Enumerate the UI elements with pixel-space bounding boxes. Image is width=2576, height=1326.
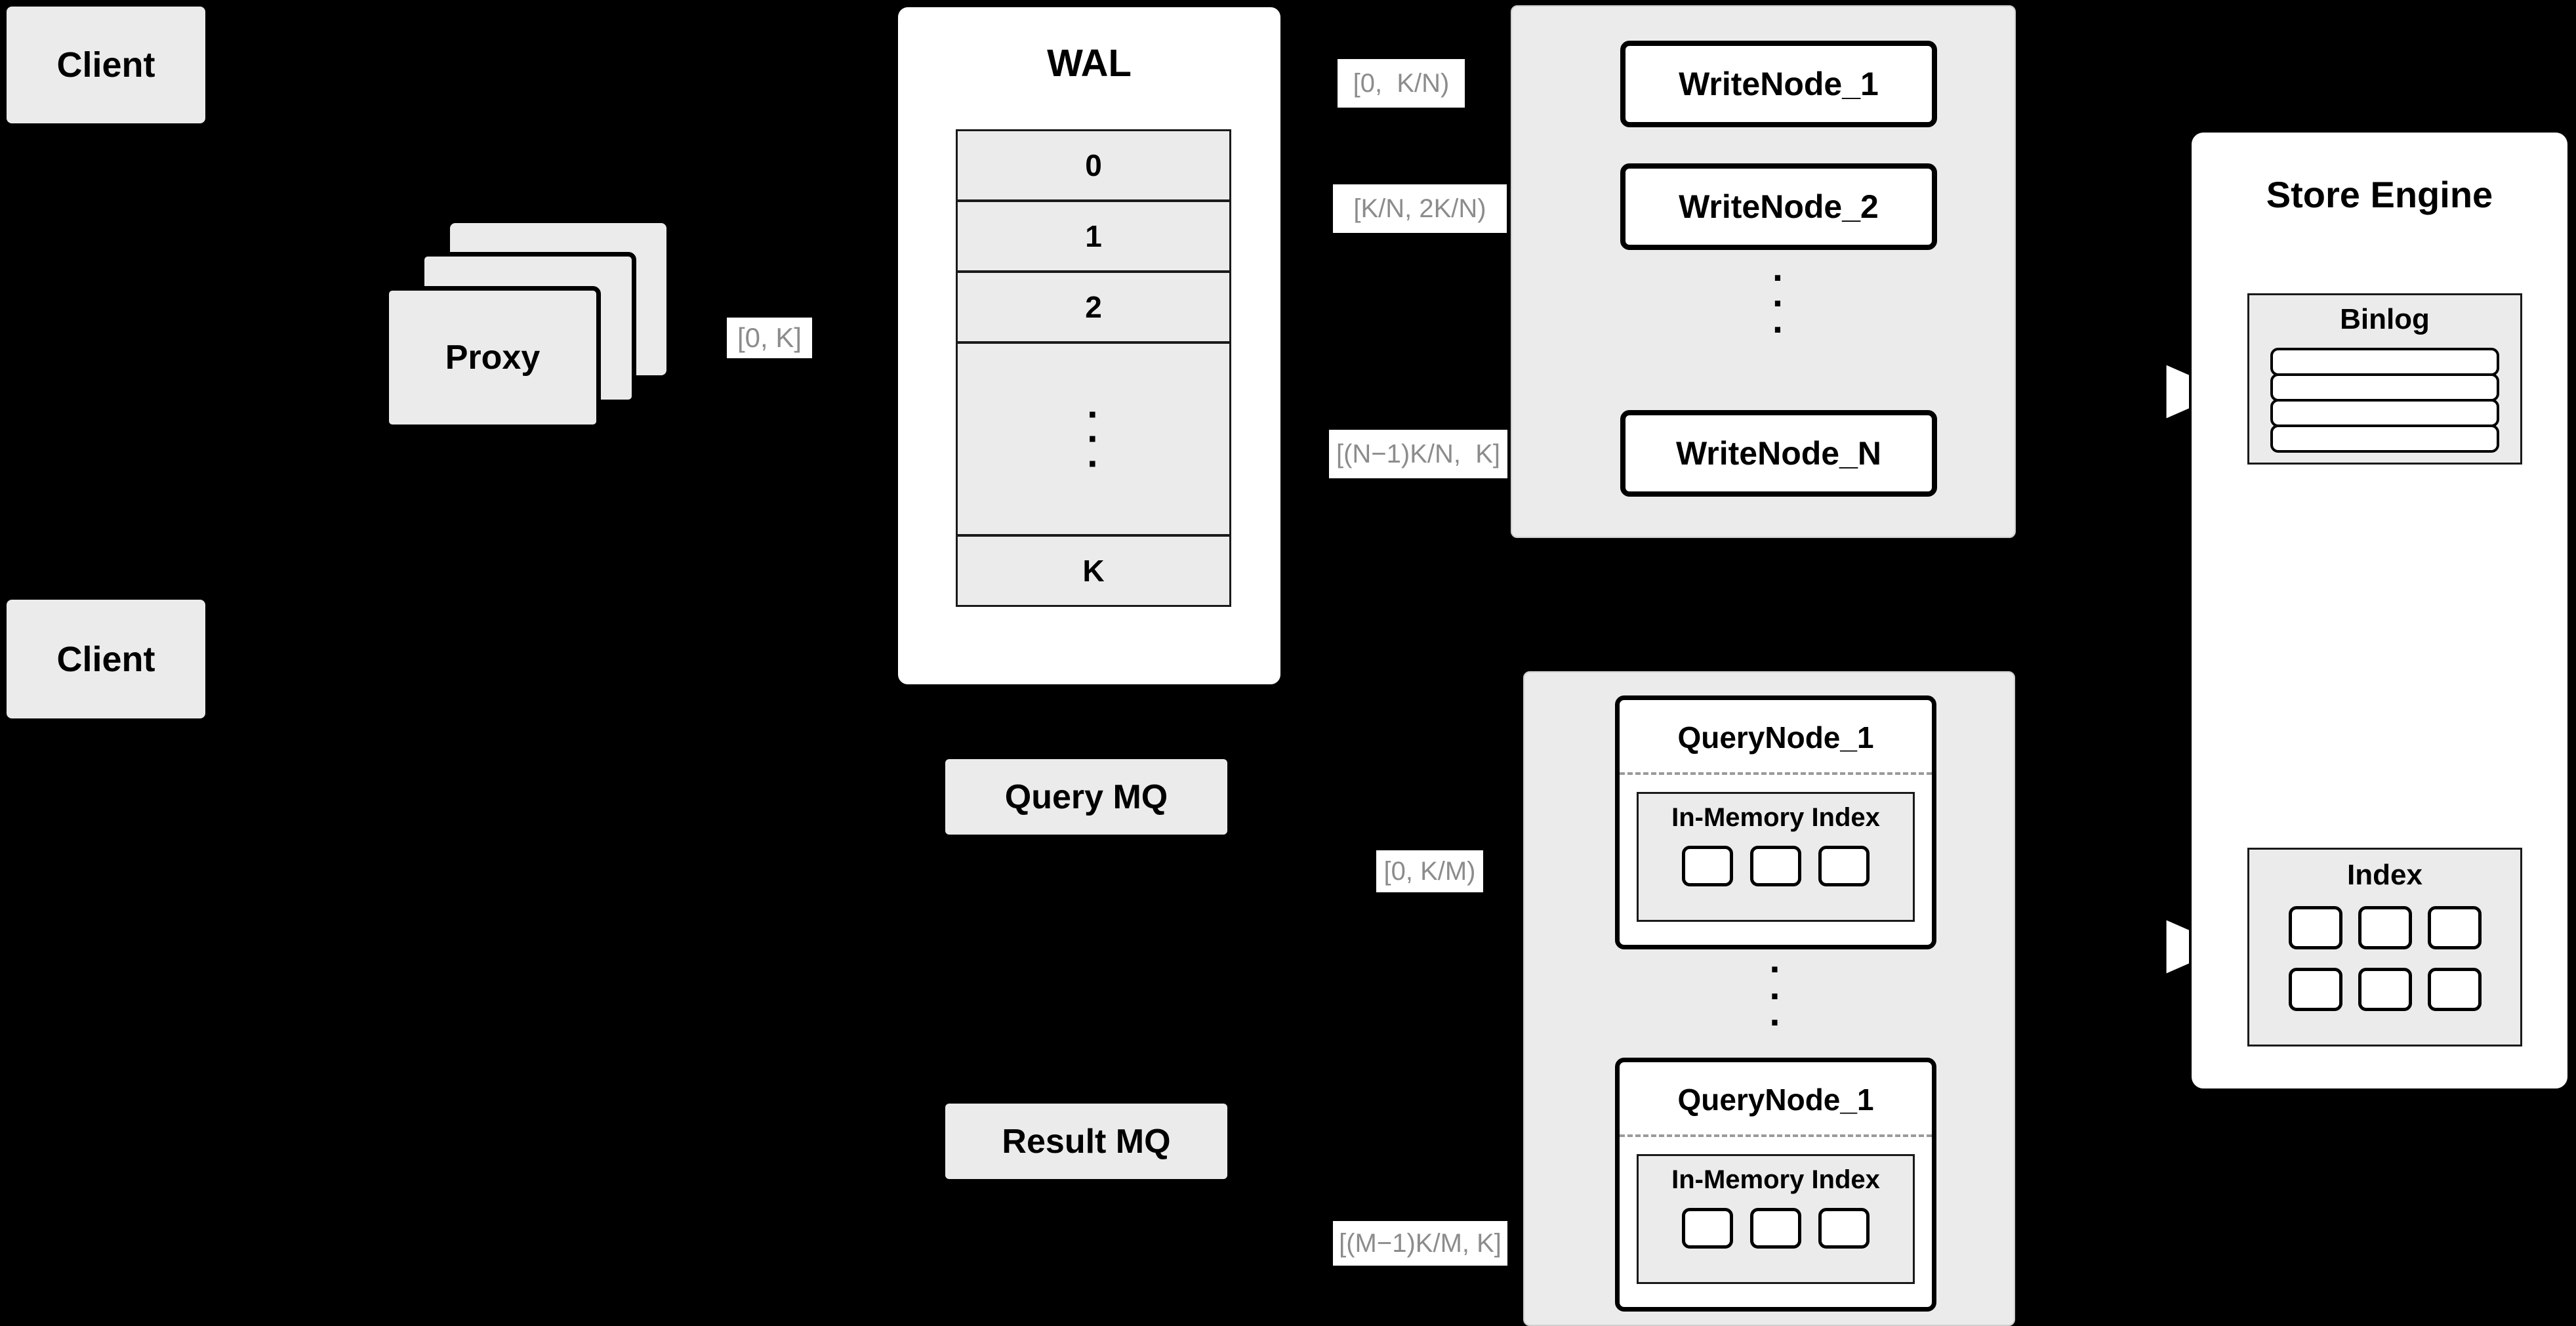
store-engine-title: Store Engine: [2266, 174, 2493, 215]
writenode-1-label: WriteNode_1: [1679, 66, 1879, 102]
querynode-2-index-cell-2: [1750, 1208, 1801, 1249]
write-cluster-ellipsis: · · ·: [1772, 257, 1786, 351]
wal-row-k[interactable]: K: [956, 535, 1231, 607]
binlog-title: Binlog: [2340, 303, 2430, 335]
result-mq-box[interactable]: Result MQ: [945, 1104, 1227, 1179]
client-box-2[interactable]: Client: [5, 598, 207, 720]
writenode-n-label: WriteNode_N: [1675, 435, 1881, 472]
querynode-1-inmemory-index: In-Memory Index: [1637, 792, 1915, 922]
wal-row-ellipsis: · · ·: [956, 342, 1231, 536]
wal-row-0[interactable]: 0: [956, 129, 1231, 201]
range-label-proxy-to-wal-text: [0, K]: [737, 322, 802, 353]
range-label-writenode-2: [K/N, 2K/N): [1333, 184, 1507, 233]
querynode-2-inmemory-index: In-Memory Index: [1637, 1154, 1915, 1284]
binlog-row-3: [2270, 399, 2499, 427]
index-cell-1-2: [2358, 906, 2412, 949]
index-cell-1-1: [2288, 906, 2342, 949]
client-box-1[interactable]: Client: [5, 5, 207, 125]
range-label-querynode-m-text: [(M−1)K/M, K]: [1339, 1228, 1502, 1258]
query-mq-label: Query MQ: [1004, 777, 1168, 816]
binlog-row-1: [2270, 348, 2499, 376]
querynode-2-index-cell-1: [1682, 1208, 1733, 1249]
binlog-row-4: [2270, 425, 2499, 453]
querynode-1-separator: [1620, 772, 1932, 775]
querynode-1-index-cell-2: [1750, 846, 1801, 886]
querynode-1-index-title: In-Memory Index: [1671, 803, 1880, 832]
querynode-2-index-title: In-Memory Index: [1671, 1165, 1880, 1194]
binlog-row-2: [2270, 373, 2499, 402]
range-label-writenode-1: [0, K/N): [1338, 59, 1465, 108]
index-cell-2-3: [2427, 968, 2482, 1011]
wal-row-1-label: 1: [1085, 219, 1102, 253]
querynode-1-index-cell-1: [1682, 846, 1733, 886]
binlog-panel: Binlog: [2247, 293, 2522, 465]
index-cell-2-2: [2358, 968, 2412, 1011]
wal-row-1[interactable]: 1: [956, 200, 1231, 272]
querynode-2-index-cell-3: [1818, 1208, 1870, 1249]
range-label-writenode-n: [(N−1)K/N, K]: [1329, 430, 1507, 478]
wal-row-2[interactable]: 2: [956, 271, 1231, 343]
writenode-1[interactable]: WriteNode_1: [1620, 41, 1937, 127]
wal-row-k-label: K: [1082, 554, 1105, 588]
querynode-1-index-cell-3: [1818, 846, 1870, 886]
querynode-1[interactable]: QueryNode_1 In-Memory Index: [1615, 695, 1936, 949]
querynode-2-title: QueryNode_1: [1677, 1083, 1874, 1117]
index-panel: Index: [2247, 848, 2522, 1046]
range-label-querynode-1-text: [0, K/M): [1383, 856, 1476, 886]
query-cluster-ellipsis: · · ·: [1769, 948, 1782, 1045]
writenode-2[interactable]: WriteNode_2: [1620, 163, 1937, 250]
result-mq-label: Result MQ: [1002, 1122, 1171, 1161]
store-engine-panel: Store Engine Binlog Index: [2189, 130, 2570, 1091]
querynode-1-title: QueryNode_1: [1677, 720, 1874, 755]
wal-ellipsis: · · ·: [1087, 392, 1100, 486]
range-label-querynode-1: [0, K/M): [1376, 850, 1483, 892]
wal-panel: WAL 0 1 2 · · · K: [896, 5, 1282, 686]
range-label-querynode-m: [(M−1)K/M, K]: [1333, 1221, 1507, 1266]
writenode-2-label: WriteNode_2: [1679, 188, 1879, 225]
range-label-proxy-to-wal: [0, K]: [727, 318, 812, 358]
index-cell-1-3: [2427, 906, 2482, 949]
proxy-card-front[interactable]: Proxy: [384, 286, 601, 429]
wal-row-0-label: 0: [1085, 148, 1102, 182]
index-cell-2-1: [2288, 968, 2342, 1011]
client-label-1: Client: [56, 45, 155, 85]
client-label-2: Client: [56, 639, 155, 679]
proxy-label: Proxy: [445, 339, 541, 377]
query-mq-box[interactable]: Query MQ: [945, 759, 1227, 835]
wal-title: WAL: [1047, 42, 1132, 85]
querynode-2-separator: [1620, 1134, 1932, 1137]
range-label-writenode-2-text: [K/N, 2K/N): [1353, 194, 1486, 223]
range-label-writenode-1-text: [0, K/N): [1353, 68, 1450, 98]
range-label-writenode-n-text: [(N−1)K/N, K]: [1336, 439, 1501, 468]
querynode-2[interactable]: QueryNode_1 In-Memory Index: [1615, 1058, 1936, 1312]
index-title: Index: [2347, 859, 2423, 891]
writenode-n[interactable]: WriteNode_N: [1620, 410, 1937, 497]
wal-row-2-label: 2: [1085, 290, 1102, 324]
